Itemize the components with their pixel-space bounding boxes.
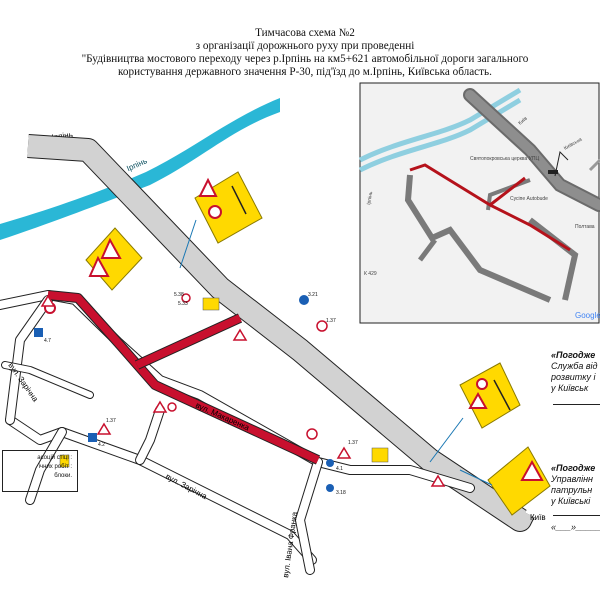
legend-line-2: ічних робіт : xyxy=(38,464,72,470)
approval-2-title: «Погодже xyxy=(551,463,596,473)
sign-panel-1 xyxy=(194,171,263,244)
approval-1-title: «Погодже xyxy=(551,350,596,360)
direction-label-kyiv: Київ xyxy=(530,513,546,522)
inset-label-kyiv: Київ xyxy=(517,115,529,126)
approval-2-line-2: патрульн xyxy=(551,485,593,495)
sign-panel-4 xyxy=(487,446,551,516)
sign-label-2: 5.33 xyxy=(178,301,188,307)
header-line-2: з організації дорожнього руху при провед… xyxy=(195,40,415,52)
river xyxy=(0,98,280,240)
approval-block-2: «Погодже Управлінн патрульн у Київські xyxy=(551,463,600,507)
inset-map xyxy=(358,82,600,324)
inset-google-logo: Google xyxy=(575,311,600,320)
approval-1-line-1: Служба від xyxy=(551,361,598,371)
sign-label-5: 4.7 xyxy=(44,338,51,344)
approval-2-line-1: Управлінн xyxy=(551,474,593,484)
approval-1-line-2: розвитку і xyxy=(551,372,596,382)
approval-2-signature-line xyxy=(553,515,600,516)
approval-1-line-3: у Київськ xyxy=(551,383,589,393)
inset-label-church: Святопокровська церква УПЦ xyxy=(470,156,539,162)
road-sign-markers xyxy=(34,293,446,492)
legend-box: асоцій стіці : ічних робіт : блоки. xyxy=(2,450,78,492)
sign-label-9: 4.1 xyxy=(336,466,343,472)
detour-route xyxy=(47,290,321,465)
sign-label-3: 3.21 xyxy=(308,292,318,298)
approval-2-line-3: у Київські xyxy=(551,496,591,506)
sign-label-4: 1.37 xyxy=(326,318,336,324)
sign-panel-2 xyxy=(85,227,143,291)
header-line-1: Тимчасова схема №2 xyxy=(255,27,355,39)
legend-line-3: блоки. xyxy=(54,473,72,479)
header-line-4: користування державного значення Р-30, п… xyxy=(118,66,492,78)
river-label-top: Ірпінь xyxy=(51,130,73,142)
sign-label-1: 5.38 xyxy=(174,292,184,298)
inset-label-poltava: Полтава xyxy=(575,224,595,230)
approval-block-1: «Погодже Служба від розвитку і у Київськ xyxy=(551,350,600,394)
main-road xyxy=(27,134,535,532)
sign-label-10: 3.18 xyxy=(336,490,346,496)
sign-panel-3 xyxy=(459,362,521,429)
header-line-3: "Будівництва мостового переходу через р.… xyxy=(81,53,529,65)
legend-line-1: асоцій стіці : xyxy=(37,455,72,461)
sign-label-8: 1.37 xyxy=(348,440,358,446)
approval-2-date: «___»______ xyxy=(551,522,600,532)
approval-1-signature-line xyxy=(553,404,600,405)
inset-label-k429: К 429 xyxy=(364,271,377,277)
inset-label-autobude: Сусіпе Autobude xyxy=(510,196,548,202)
sign-label-6: 4.2 xyxy=(98,442,105,448)
inset-label-irpin: Ірпінь xyxy=(366,191,374,206)
sign-label-7: 1.37 xyxy=(106,418,116,424)
